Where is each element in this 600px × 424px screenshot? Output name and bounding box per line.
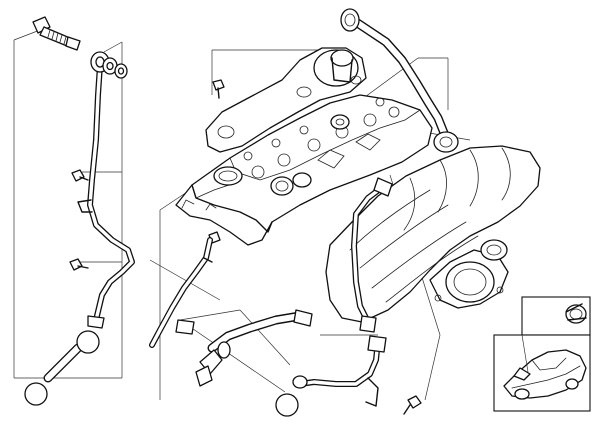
intake-manifold <box>325 145 541 323</box>
seal-ring <box>24 330 299 417</box>
cylinder-head-cover <box>175 94 433 246</box>
hose-clamp <box>565 303 587 324</box>
inset-hose-clamp <box>521 296 591 336</box>
washer <box>102 57 128 79</box>
cover-gasket <box>213 166 243 186</box>
breather-hose <box>340 8 459 153</box>
bolt <box>32 16 81 51</box>
crankcase-vent-pipe <box>149 237 213 348</box>
oil-dipstick-guide-tube <box>77 51 135 329</box>
connecting-pipe <box>292 335 387 407</box>
drain-hose <box>43 343 83 383</box>
vacuum-hose <box>351 177 393 333</box>
vehicle-silhouette <box>503 349 587 400</box>
vent-hose <box>195 309 313 387</box>
inset-vehicle <box>493 334 591 412</box>
breather-valve-cap <box>205 47 367 153</box>
